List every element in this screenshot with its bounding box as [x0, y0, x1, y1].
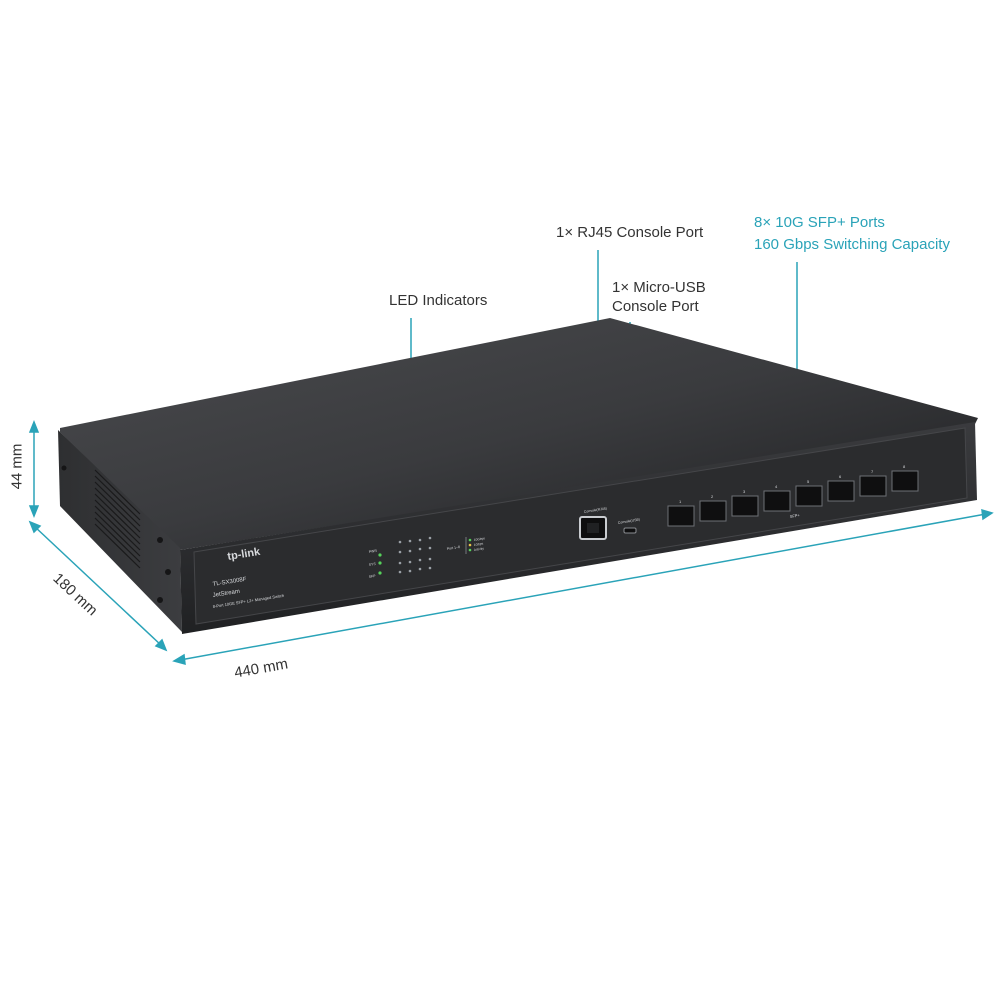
- dimension-lines: [28, 419, 994, 666]
- port-number: 6: [839, 474, 842, 479]
- rj45-callout: 1× RJ45 Console Port: [556, 224, 704, 241]
- led-label-pwr: PWR: [369, 549, 378, 554]
- console-usb-label: Console(USB): [618, 518, 641, 525]
- port-number: 3: [743, 489, 746, 494]
- port-number: 1: [679, 499, 682, 504]
- height-dimension: 44 mm: [8, 443, 26, 490]
- sfp-label: SFP+: [789, 512, 800, 519]
- model-label: TL-SX3008F: [212, 577, 247, 588]
- sfp-ports: [667, 470, 919, 527]
- sfp-callout-line2: 160 Gbps Switching Capacity: [754, 236, 950, 253]
- led-legend-group: Port 1~8: [447, 545, 461, 551]
- port-number: 5: [807, 479, 810, 484]
- led-label-sfp: SFP: [369, 574, 377, 579]
- port-number: 2: [711, 494, 714, 499]
- usb-callout-line1: 1× Micro-USB: [612, 279, 706, 296]
- series-label: JetStream: [212, 589, 240, 599]
- usb-callout-line2: Console Port: [612, 298, 699, 315]
- led-callout: LED Indicators: [389, 292, 488, 309]
- led-legend-1g: 1Gbps: [474, 542, 484, 547]
- brand-logo: tp-link: [227, 546, 262, 563]
- side-vents: [94, 469, 141, 569]
- port-number: 7: [871, 469, 874, 474]
- led-legend-activity: Activity: [474, 546, 485, 552]
- led-legend-10g: 10Gbps: [474, 536, 486, 542]
- port-number: 4: [775, 484, 778, 489]
- micro-usb-port: [623, 527, 637, 534]
- sfp-callout-line1: 8× 10G SFP+ Ports: [754, 214, 885, 231]
- console-rj45-label: Console(RJ45): [584, 506, 608, 514]
- led-label-sys: SYS: [369, 562, 377, 567]
- port-number: 8: [903, 464, 906, 469]
- switch-top: [60, 318, 978, 550]
- led-indicators: [378, 536, 472, 575]
